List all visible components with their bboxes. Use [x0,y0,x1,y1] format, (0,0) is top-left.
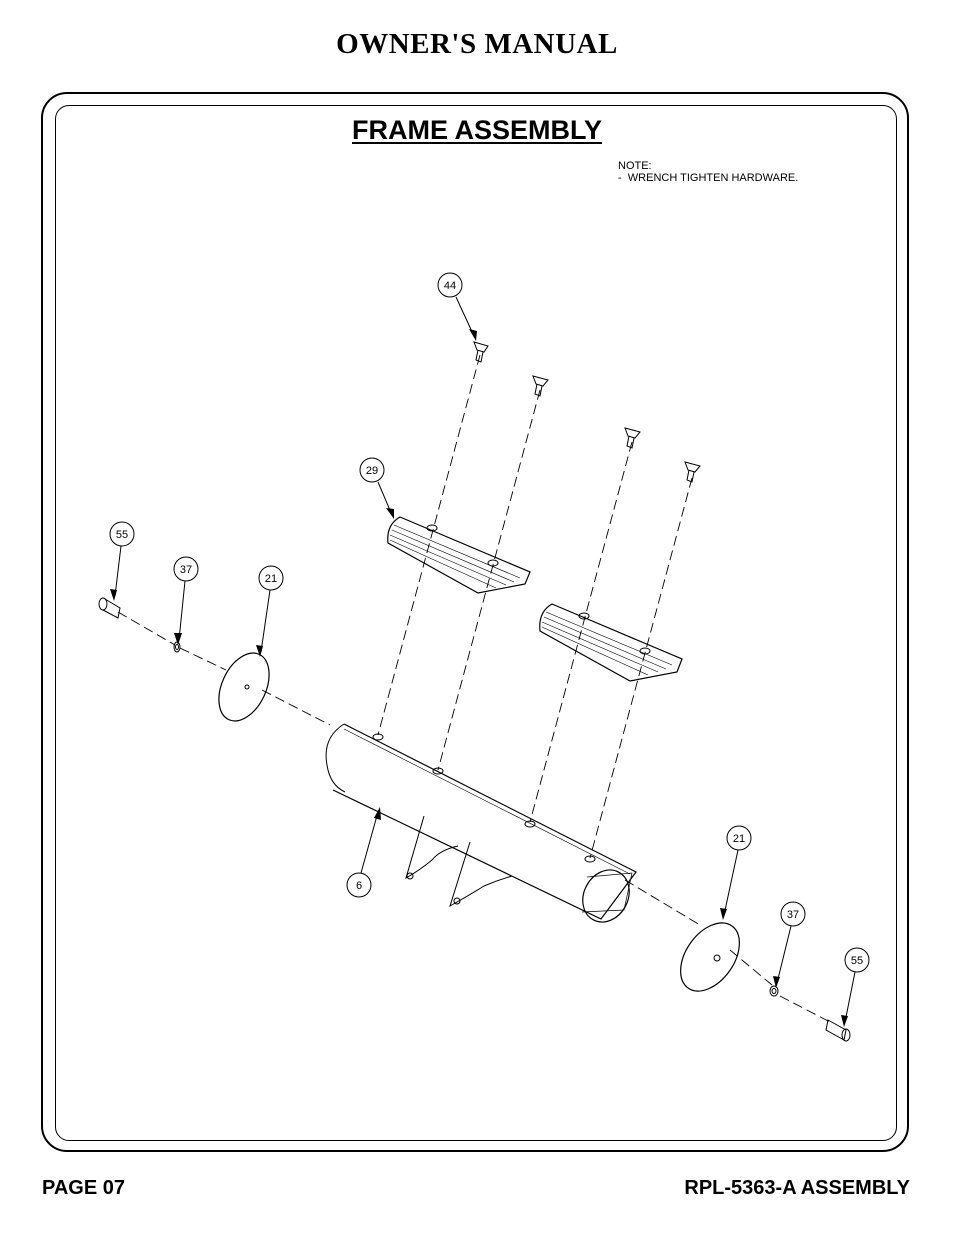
assembly-guide-lines [117,354,831,1023]
callout-21-right: 21 [726,825,752,851]
assembly-note: NOTE: - WRENCH TIGHTEN HARDWARE. [618,160,799,184]
callout-55-right: 55 [844,947,870,973]
foot-pad-lower [539,603,683,682]
callout-55-left: 55 [109,521,135,547]
callout-29: 29 [359,457,385,483]
callout-44: 44 [437,272,463,298]
section-title: FRAME ASSEMBLY [0,115,954,146]
callout-21-left-label: 21 [265,573,277,585]
callout-21-right-label: 21 [733,833,745,845]
footer-page-number: PAGE 07 [42,1177,125,1199]
end-cap-left [218,652,270,722]
callout-29-label: 29 [366,465,378,477]
end-cap-right [680,922,740,992]
footer-document-id: RPL-5363-A ASSEMBLY [684,1177,910,1199]
screw-2 [532,375,549,397]
callout-leaders [114,296,856,1023]
screw-1 [473,341,489,363]
callout-55-right-label: 55 [851,955,863,967]
callout-37-right: 37 [780,901,806,927]
washer-right [769,985,779,997]
callout-37-left: 37 [173,556,199,582]
bolt-right [825,1019,851,1042]
callout-37-left-label: 37 [180,564,192,576]
callout-44-label: 44 [444,280,456,292]
callout-6: 6 [346,872,372,898]
callout-6-label: 6 [356,880,362,892]
foot-pad-upper [387,516,531,594]
inner-frame [55,105,897,1141]
callout-arrowheads [110,329,848,1027]
screw-3 [624,427,641,449]
callout-37-right-label: 37 [787,909,799,921]
callout-21-left: 21 [258,565,284,591]
washer-left [173,641,181,653]
page-header-title: OWNER'S MANUAL [336,28,618,60]
outer-frame [41,92,909,1152]
screw-4 [684,461,701,483]
section-title-text: FRAME ASSEMBLY [351,115,603,145]
bolt-left [98,597,121,619]
tube-part-6 [325,723,637,923]
callout-55-left-label: 55 [116,529,128,541]
